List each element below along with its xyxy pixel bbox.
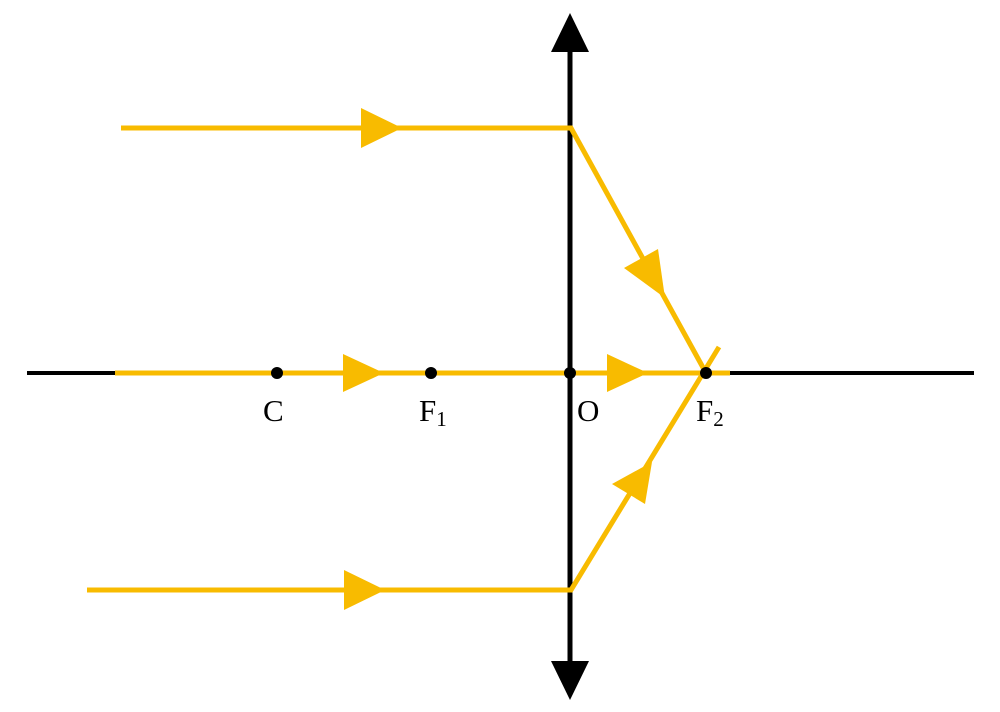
lower-ray [87, 345, 722, 610]
label-c: C [263, 393, 284, 428]
point-c [271, 367, 283, 379]
point-o [564, 367, 576, 379]
lens-top-arrowhead [551, 13, 589, 52]
axial-ray-arrow-left [343, 354, 384, 392]
convex-lens [551, 13, 589, 700]
label-f1: F1 [419, 393, 447, 431]
label-o: O [577, 393, 599, 428]
point-f2 [700, 367, 712, 379]
upper-ray-arrow-refracted [624, 249, 665, 298]
axial-ray [115, 354, 730, 392]
lens-bottom-arrowhead [551, 661, 589, 700]
label-f1-subscript: 1 [436, 407, 447, 431]
label-f2: F2 [696, 393, 724, 431]
upper-ray-arrow-incident [361, 108, 402, 148]
upper-ray [121, 108, 709, 375]
label-f2-subscript: 2 [713, 407, 724, 431]
label-f1-letter: F [419, 393, 436, 428]
point-f1 [425, 367, 437, 379]
axial-ray-arrow-right [607, 354, 648, 392]
lower-ray-arrow-incident [344, 570, 385, 610]
lower-ray-arrow-refracted [612, 462, 652, 504]
upper-ray-line [121, 125, 709, 375]
lower-ray-line [87, 345, 722, 593]
label-f2-letter: F [696, 393, 713, 428]
